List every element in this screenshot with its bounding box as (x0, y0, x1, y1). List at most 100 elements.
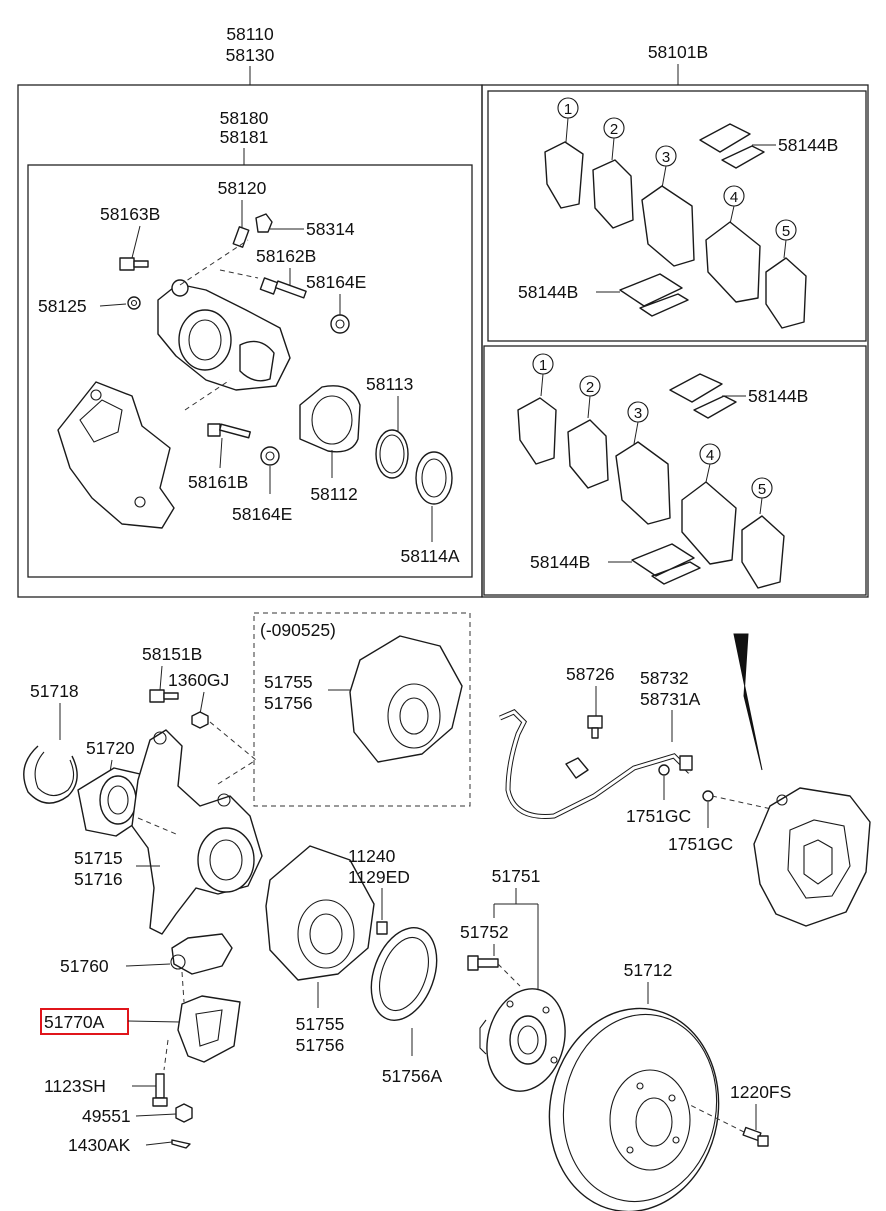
callout-1751GC-1: 1751GC (626, 806, 691, 826)
pad-number-4: 4 (730, 189, 738, 206)
pad-number-2-lower: 2 (586, 379, 594, 396)
pad-number-2: 2 (610, 121, 618, 138)
brake-pad-4-icon (705, 221, 761, 303)
callout-51756: 51756 (296, 1035, 345, 1055)
callout-1360GJ: 1360GJ (168, 670, 229, 690)
callout-51718: 51718 (30, 681, 79, 701)
piston-seal-icon (375, 429, 409, 479)
dashed-guide (181, 971, 185, 1003)
callout-51751: 51751 (492, 866, 541, 886)
caliper-body-frame (27, 164, 473, 578)
callout-58144B-3: 58144B (748, 386, 808, 406)
leader-line (611, 137, 615, 161)
callout-58151B: 58151B (142, 644, 202, 664)
dashed-guide (497, 963, 521, 987)
leader-line (661, 165, 667, 189)
leader-line (219, 437, 223, 469)
caliper-assembly-icon (753, 787, 871, 927)
leader-line (159, 665, 163, 691)
pad-number-4-lower: 4 (706, 447, 714, 464)
callout-51770A: 51770A (44, 1012, 105, 1032)
pad-kit-upper-frame (487, 90, 867, 342)
brake-pad-1-icon (544, 141, 584, 209)
brake-hose-icon (499, 709, 693, 819)
disc-screw-icon (742, 1126, 769, 1147)
callout-58726: 58726 (566, 664, 615, 684)
callout-51755-dated: 51755 (264, 672, 313, 692)
callout-1220FS: 1220FS (730, 1082, 791, 1102)
piston-boot-icon (415, 451, 453, 505)
pad-number-3: 3 (662, 149, 670, 166)
leader-line (99, 303, 127, 307)
guide-bolt-icon (119, 257, 149, 271)
pin-boot-lower-icon (260, 446, 280, 466)
callout-51715: 51715 (74, 848, 123, 868)
leader-line (565, 117, 569, 143)
dust-cover-dated-icon (349, 635, 463, 763)
hose-washer-icon (702, 790, 714, 802)
pad-shim-clip-icon (631, 543, 701, 585)
dashed-guide (217, 759, 257, 785)
pin-boot-icon (330, 314, 350, 334)
leader-line (145, 1141, 173, 1146)
leader-line (729, 205, 735, 225)
knuckle-bolt-icon (149, 689, 179, 703)
abs-tone-ring-icon (370, 927, 438, 1021)
dust-cover-screw-icon (376, 921, 388, 935)
dashed-guide (179, 239, 249, 286)
group-label-58181: 58181 (220, 127, 269, 147)
callout-51716: 51716 (74, 869, 123, 889)
callout-58732: 58732 (640, 668, 689, 688)
bleeder-cap-icon (255, 213, 273, 233)
callout-58163B: 58163B (100, 204, 160, 224)
brake-pad-3-lower-icon (615, 441, 671, 525)
dated-variant-frame (253, 612, 471, 807)
callout-51756-dated: 51756 (264, 693, 313, 713)
pad-set-lower: 1 2 3 4 5 (517, 353, 785, 589)
leader-line (199, 691, 205, 715)
hose-bolt-icon (587, 715, 603, 739)
callout-58120: 58120 (218, 178, 267, 198)
callout-58314: 58314 (306, 219, 355, 239)
dust-cover-icon (265, 845, 375, 981)
brake-pad-3-icon (641, 185, 695, 267)
knuckle-nut-icon (191, 711, 209, 729)
hose-washer-icon (658, 764, 670, 776)
callout-51720: 51720 (86, 738, 135, 758)
guide-bolt-lower-icon (207, 423, 251, 439)
callout-51752: 51752 (460, 922, 509, 942)
lower-arm-bracket-icon (170, 933, 233, 975)
ball-joint-bolt-icon (152, 1073, 168, 1107)
group-label-58110: 58110 (226, 24, 274, 44)
pad-shim-clip-icon (669, 373, 737, 419)
leader-line (633, 421, 639, 445)
wheel-bearing-icon (77, 767, 147, 837)
orientation-arrow-icon (733, 633, 763, 771)
wheel-hub-icon (479, 988, 566, 1092)
wheel-stud-icon (467, 955, 499, 971)
leader-line (783, 239, 787, 259)
callout-58114A: 58114A (400, 546, 459, 566)
callout-11240: 11240 (348, 846, 396, 866)
dashed-guide (137, 817, 177, 835)
leader-line (127, 1020, 181, 1023)
callout-58113: 58113 (366, 374, 413, 394)
callout-51756A: 51756A (382, 1066, 443, 1086)
steering-knuckle-icon (131, 729, 263, 935)
snap-ring-icon (23, 745, 78, 804)
pad-kit-lower-frame (483, 345, 867, 596)
callout-51712: 51712 (624, 960, 673, 980)
leader-line (759, 497, 763, 515)
pad-number-1: 1 (564, 101, 572, 118)
brake-pad-2-icon (592, 159, 634, 229)
callout-1751GC-2: 1751GC (668, 834, 733, 854)
pad-set-upper: 1 2 3 4 5 (544, 97, 807, 329)
pad-number-1-lower: 1 (539, 357, 547, 374)
group-label-58101B: 58101B (648, 42, 708, 62)
brake-disc-icon (548, 1007, 720, 1211)
pad-kit-frame (481, 84, 869, 598)
brake-pad-2-lower-icon (567, 419, 609, 489)
callout-1430AK: 1430AK (68, 1135, 131, 1155)
